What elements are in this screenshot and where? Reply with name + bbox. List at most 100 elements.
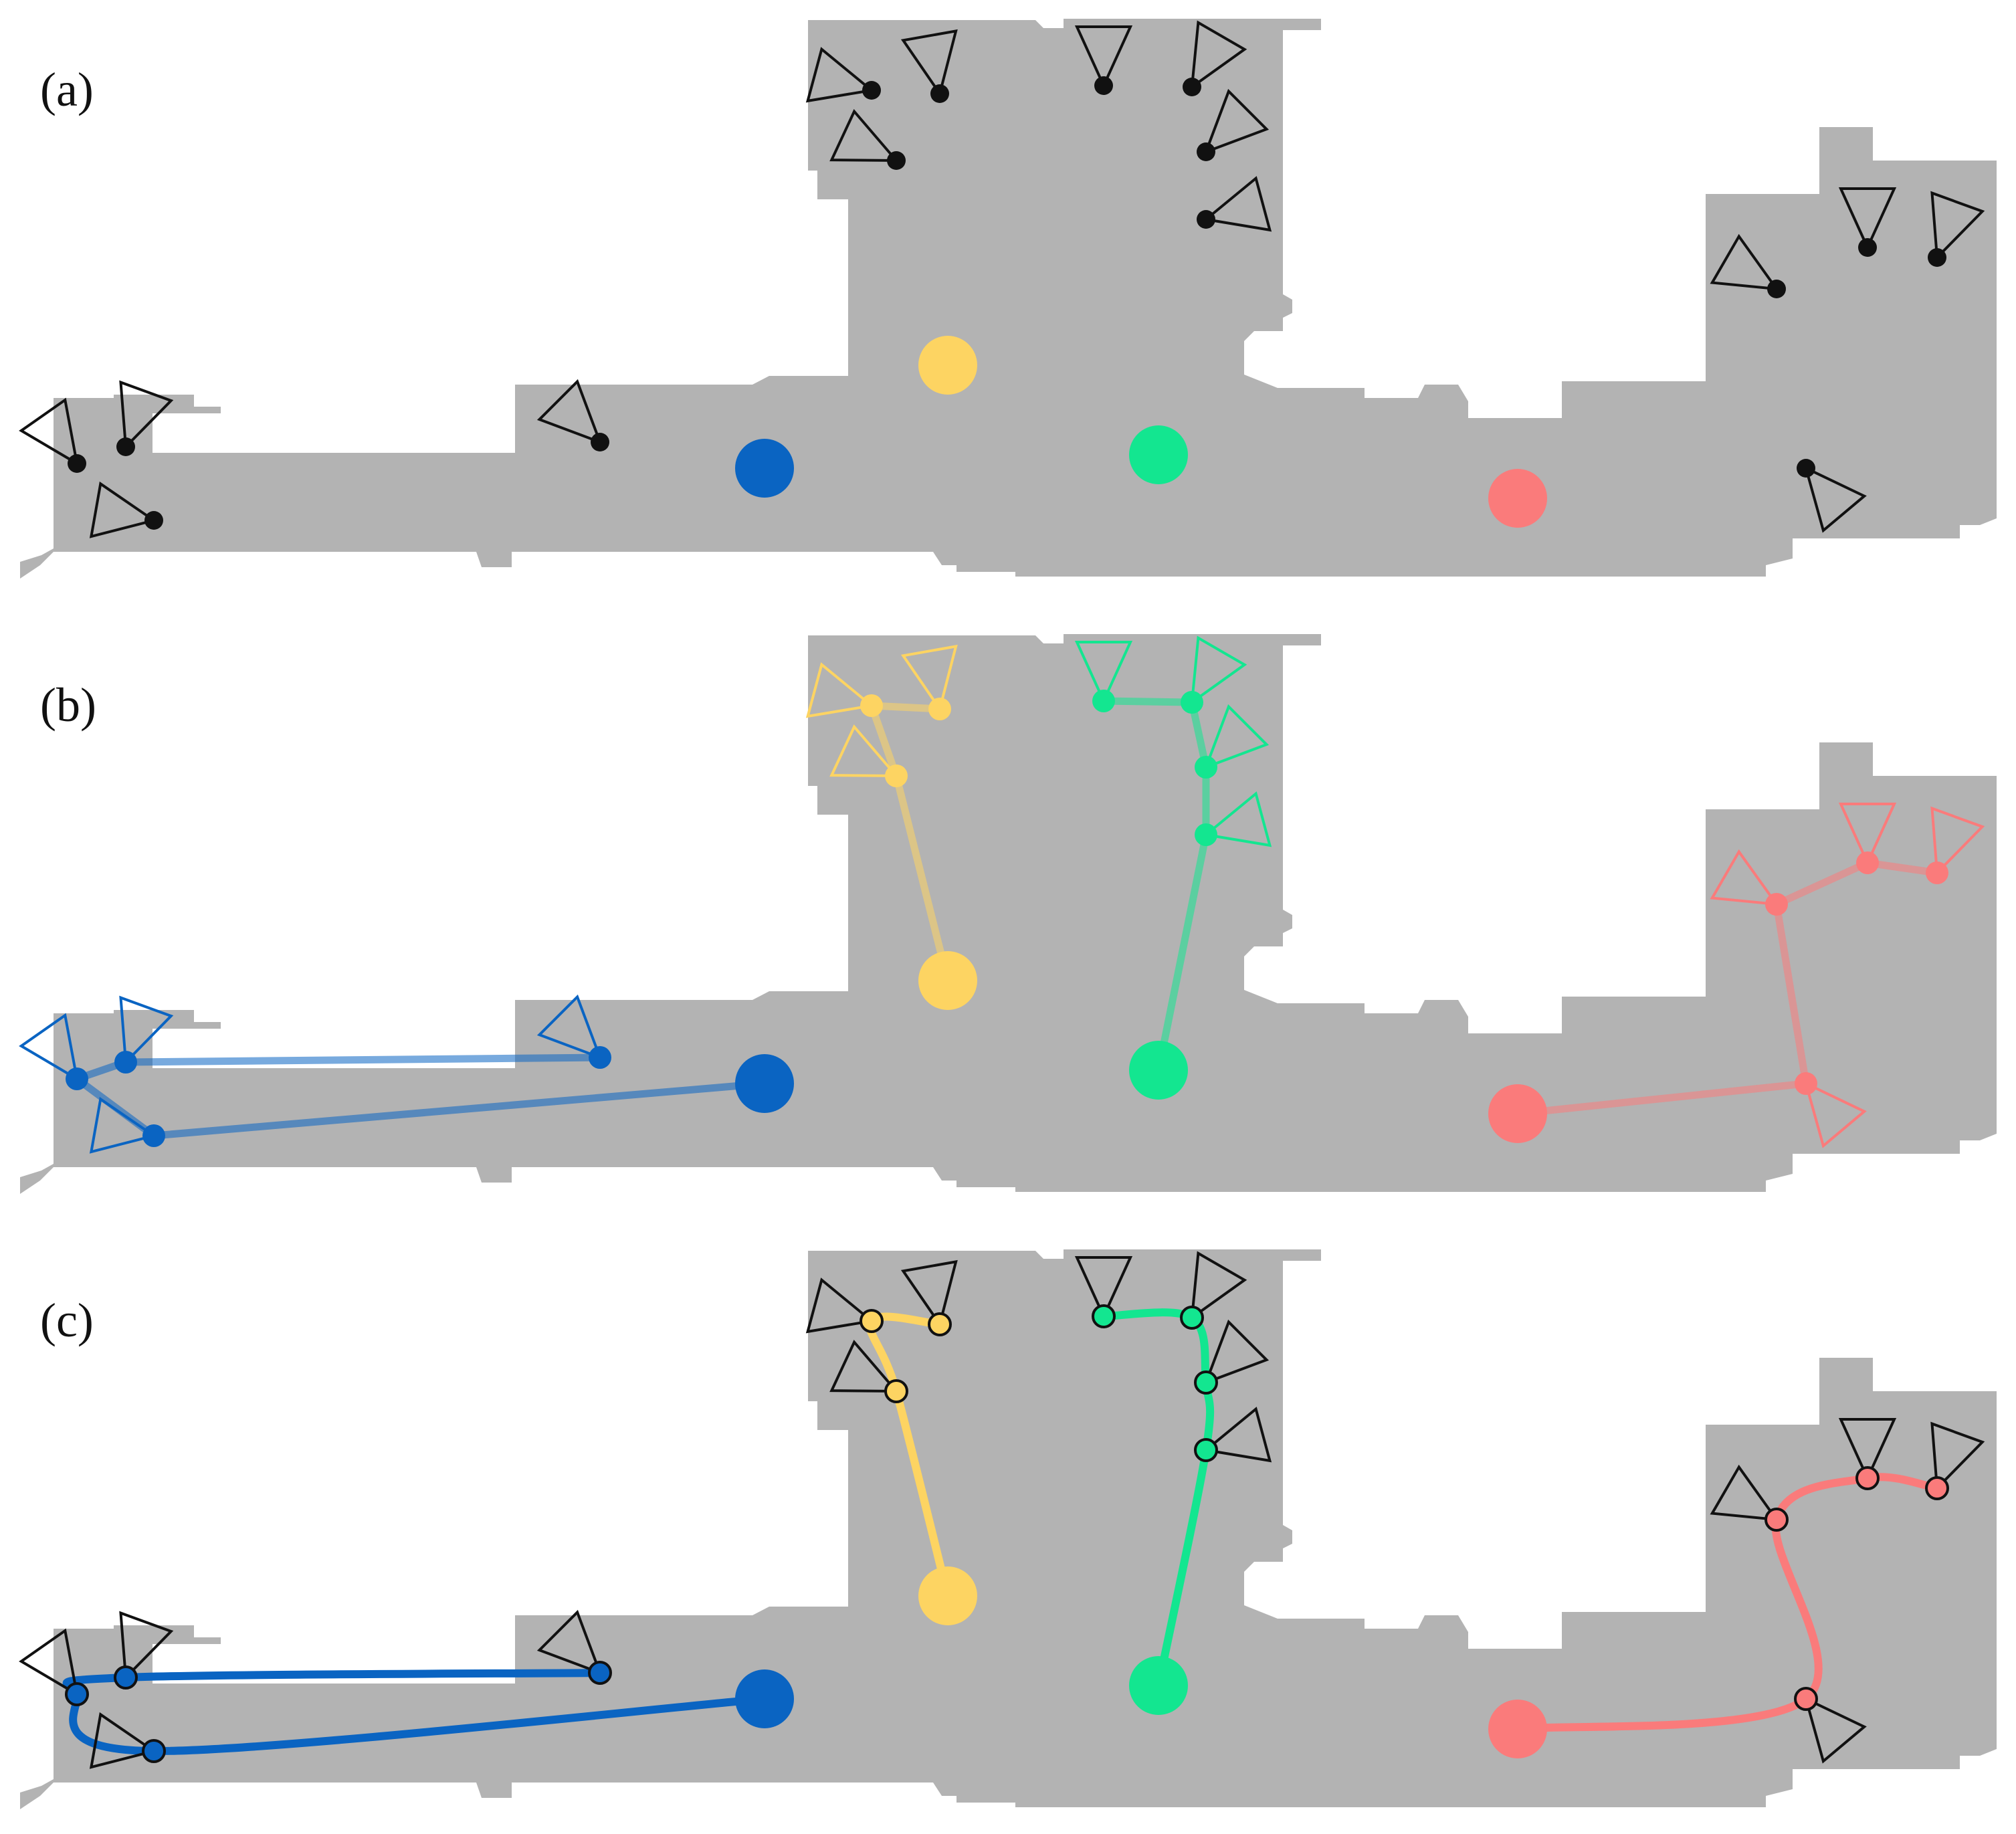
group-blue <box>19 1609 794 1769</box>
camera-position-blue-1 <box>68 454 86 473</box>
camera-position-red-0 <box>1795 1072 1817 1095</box>
group-yellow <box>805 29 977 395</box>
camera-frustum-green-0 <box>1203 1407 1272 1463</box>
floorplan-region <box>20 19 1997 579</box>
camera-position-yellow-2 <box>928 698 951 720</box>
camera-frustum-red-2 <box>1838 803 1897 866</box>
camera-frustum-green-0 <box>1203 176 1272 232</box>
camera-position-red-3 <box>1928 248 1946 267</box>
camera-position-blue-3 <box>591 433 609 451</box>
camera-position-yellow-0 <box>884 1379 908 1403</box>
camera-position-blue-2 <box>114 1051 137 1074</box>
camera-position-red-0 <box>1794 1687 1818 1711</box>
group-yellow <box>805 1259 977 1625</box>
camera-position-red-2 <box>1855 1466 1880 1490</box>
group-blue <box>19 994 794 1154</box>
hub-red <box>1488 469 1547 528</box>
camera-position-yellow-1 <box>860 694 883 717</box>
camera-position-green-0 <box>1195 823 1217 846</box>
camera-frustum-yellow-0 <box>829 108 900 163</box>
hub-green <box>1129 425 1188 484</box>
panel-label: (b) <box>40 678 96 732</box>
camera-frustum-blue-2 <box>119 995 174 1065</box>
camera-position-yellow-0 <box>885 765 908 787</box>
camera-frustum-red-2 <box>1838 1418 1897 1482</box>
camera-frustum-green-3 <box>1074 641 1133 704</box>
camera-position-yellow-2 <box>930 84 949 103</box>
group-red <box>1488 803 1985 1148</box>
camera-frustum-blue-1 <box>19 1013 79 1082</box>
panel-label: (c) <box>40 1294 94 1347</box>
camera-position-blue-2 <box>114 1665 138 1690</box>
camera-position-red-0 <box>1797 459 1815 478</box>
trajectory-yellow <box>868 702 952 985</box>
camera-position-green-3 <box>1092 1304 1116 1328</box>
camera-frustum-green-3 <box>1074 1256 1133 1320</box>
camera-position-red-1 <box>1765 893 1788 916</box>
camera-frustum-green-0 <box>1203 791 1272 847</box>
hub-blue <box>735 1669 794 1728</box>
camera-frustum-green-1 <box>1203 704 1270 770</box>
camera-frustum-blue-0 <box>89 481 157 538</box>
camera-frustum-yellow-0 <box>829 724 900 778</box>
panel-straight: (b) <box>19 634 1997 1194</box>
camera-position-red-3 <box>1925 1476 1949 1500</box>
camera-frustum-red-3 <box>1930 191 1985 261</box>
camera-position-yellow-0 <box>887 151 906 170</box>
group-red <box>1488 1418 1985 1764</box>
camera-frustum-yellow-2 <box>900 1259 958 1328</box>
hub-yellow <box>918 1566 977 1625</box>
camera-position-yellow-2 <box>928 1312 952 1336</box>
camera-frustum-yellow-1 <box>805 662 875 718</box>
group-green <box>1074 20 1272 484</box>
camera-position-red-2 <box>1858 238 1877 257</box>
hub-red <box>1488 1700 1547 1758</box>
panel-raw: (a) <box>19 19 1997 579</box>
camera-frustum-blue-0 <box>89 1712 157 1769</box>
camera-position-blue-1 <box>66 1067 88 1090</box>
camera-position-green-1 <box>1195 756 1217 779</box>
camera-position-yellow-1 <box>862 81 881 100</box>
camera-position-red-1 <box>1765 1508 1789 1532</box>
camera-frustum-red-0 <box>1803 1081 1867 1148</box>
camera-frustum-red-1 <box>1710 233 1780 291</box>
camera-frustum-blue-0 <box>89 1096 157 1154</box>
camera-position-blue-1 <box>65 1682 89 1706</box>
camera-frustum-red-1 <box>1710 1464 1780 1522</box>
group-blue <box>19 379 794 538</box>
camera-frustum-red-1 <box>1710 849 1780 906</box>
camera-position-red-3 <box>1926 861 1948 884</box>
camera-position-green-1 <box>1197 142 1215 161</box>
camera-position-blue-0 <box>144 511 163 530</box>
camera-frustum-blue-3 <box>536 994 603 1060</box>
group-green <box>1074 635 1272 1100</box>
camera-frustum-yellow-1 <box>805 47 875 103</box>
camera-frustum-green-1 <box>1203 1319 1270 1385</box>
camera-frustum-green-2 <box>1190 20 1247 90</box>
hub-blue <box>735 439 794 498</box>
camera-frustum-red-0 <box>1803 1696 1867 1764</box>
camera-frustum-green-3 <box>1074 25 1133 89</box>
camera-frustum-yellow-0 <box>829 1339 900 1393</box>
camera-position-green-3 <box>1094 76 1113 95</box>
camera-frustum-blue-1 <box>19 1628 79 1697</box>
camera-frustum-blue-1 <box>19 397 79 466</box>
floorplan-region <box>20 634 1997 1194</box>
camera-position-green-2 <box>1180 1306 1204 1330</box>
hub-yellow <box>918 951 977 1010</box>
camera-position-green-3 <box>1092 690 1115 712</box>
camera-frustum-red-2 <box>1838 187 1897 251</box>
camera-position-red-2 <box>1856 851 1879 874</box>
camera-frustum-blue-2 <box>119 1611 174 1681</box>
camera-frustum-red-0 <box>1803 466 1867 533</box>
panel-label: (a) <box>40 63 94 116</box>
hub-blue <box>735 1054 794 1113</box>
camera-frustum-green-1 <box>1203 88 1270 155</box>
camera-position-blue-0 <box>142 1124 165 1147</box>
camera-frustum-yellow-1 <box>805 1278 875 1334</box>
camera-frustum-yellow-2 <box>900 644 958 712</box>
camera-frustum-green-2 <box>1190 635 1247 706</box>
camera-frustum-blue-3 <box>536 379 603 445</box>
hub-red <box>1488 1084 1547 1143</box>
